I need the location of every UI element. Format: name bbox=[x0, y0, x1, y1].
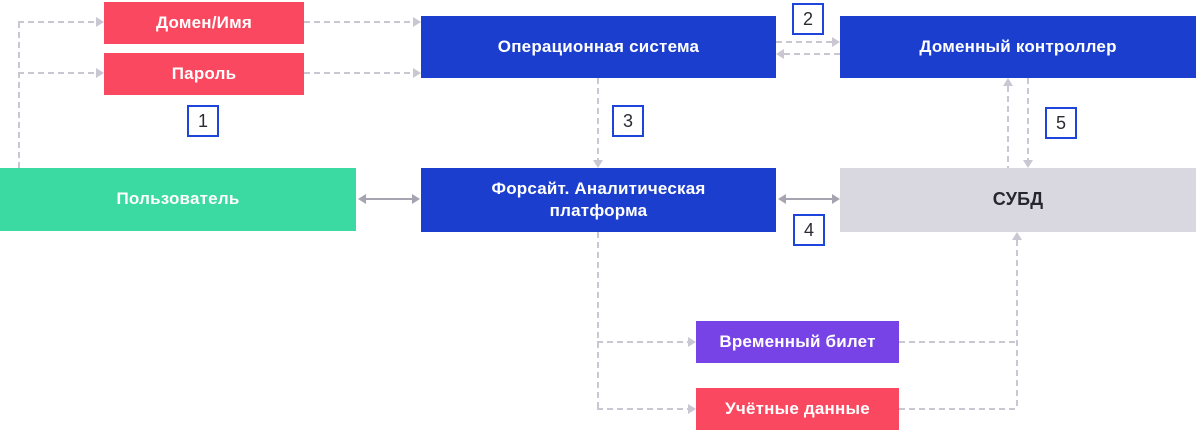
node-operating-system: Операционная система bbox=[421, 16, 776, 78]
arrowhead-down-icon bbox=[593, 160, 603, 168]
arrowhead-right-icon bbox=[688, 337, 696, 347]
arrowhead-right-icon bbox=[412, 194, 420, 204]
node-label: Доменный контроллер bbox=[919, 36, 1117, 56]
arrowhead-right-icon bbox=[413, 68, 421, 78]
node-label: Пользователь bbox=[116, 189, 240, 209]
arrowhead-left-icon bbox=[776, 49, 784, 59]
connector-collector-to-dbms bbox=[1016, 240, 1018, 410]
connector-platform-to-ticket bbox=[597, 341, 688, 343]
node-label: Временный билет bbox=[719, 331, 876, 351]
step-badge-4: 4 bbox=[793, 214, 825, 246]
step-badge-1: 1 bbox=[187, 105, 219, 137]
connector-dbms-to-dc bbox=[1007, 86, 1009, 168]
connector-domain-name-to-os bbox=[304, 21, 413, 23]
connector-password-to-os bbox=[304, 72, 413, 74]
arrowhead-up-icon bbox=[1003, 78, 1013, 86]
node-domain-name: Домен/Имя bbox=[104, 2, 304, 44]
connector-user-branch bbox=[18, 22, 20, 168]
node-label: Пароль bbox=[171, 63, 237, 83]
step-badge-5: 5 bbox=[1045, 107, 1077, 139]
arrowhead-down-icon bbox=[1023, 160, 1033, 168]
step-badge-3: 3 bbox=[612, 105, 644, 137]
connector-dc-to-os bbox=[784, 53, 840, 55]
node-label: Форсайт. Аналитическая платформа bbox=[491, 178, 706, 220]
connector-platform-down bbox=[597, 232, 599, 410]
arrowhead-right-icon bbox=[688, 404, 696, 414]
arrowhead-left-icon bbox=[358, 194, 366, 204]
arrowhead-right-icon bbox=[96, 68, 104, 78]
node-label: Операционная система bbox=[497, 36, 700, 56]
arrowhead-left-icon bbox=[778, 194, 786, 204]
node-temporary-ticket: Временный билет bbox=[696, 321, 899, 363]
node-dbms: СУБД bbox=[840, 168, 1196, 232]
connector-platform-to-credentials bbox=[597, 408, 688, 410]
arrowhead-right-icon bbox=[832, 194, 840, 204]
node-password: Пароль bbox=[104, 53, 304, 95]
node-label: Учётные данные bbox=[725, 398, 870, 418]
connector-user-to-password bbox=[18, 72, 96, 74]
step-badge-2: 2 bbox=[792, 3, 824, 35]
connector-user-to-domain-name bbox=[18, 21, 96, 23]
connector-user-platform bbox=[366, 198, 412, 200]
connector-os-to-platform bbox=[597, 78, 599, 160]
arrowhead-right-icon bbox=[832, 37, 840, 47]
node-label: Домен/Имя bbox=[155, 12, 252, 32]
arrowhead-right-icon bbox=[96, 17, 104, 27]
node-credentials: Учётные данные bbox=[696, 388, 899, 430]
connector-ticket-to-collector bbox=[899, 341, 1017, 343]
connector-platform-dbms bbox=[786, 198, 832, 200]
node-user: Пользователь bbox=[0, 168, 356, 231]
arrowhead-up-icon bbox=[1012, 232, 1022, 240]
node-analytics-platform: Форсайт. Аналитическая платформа bbox=[421, 168, 776, 232]
connector-credentials-to-collector bbox=[899, 408, 1017, 410]
connector-os-to-dc bbox=[776, 41, 832, 43]
node-domain-controller: Доменный контроллер bbox=[840, 16, 1196, 78]
arrowhead-right-icon bbox=[413, 17, 421, 27]
node-label: СУБД bbox=[992, 189, 1044, 210]
connector-dc-to-dbms bbox=[1027, 78, 1029, 160]
